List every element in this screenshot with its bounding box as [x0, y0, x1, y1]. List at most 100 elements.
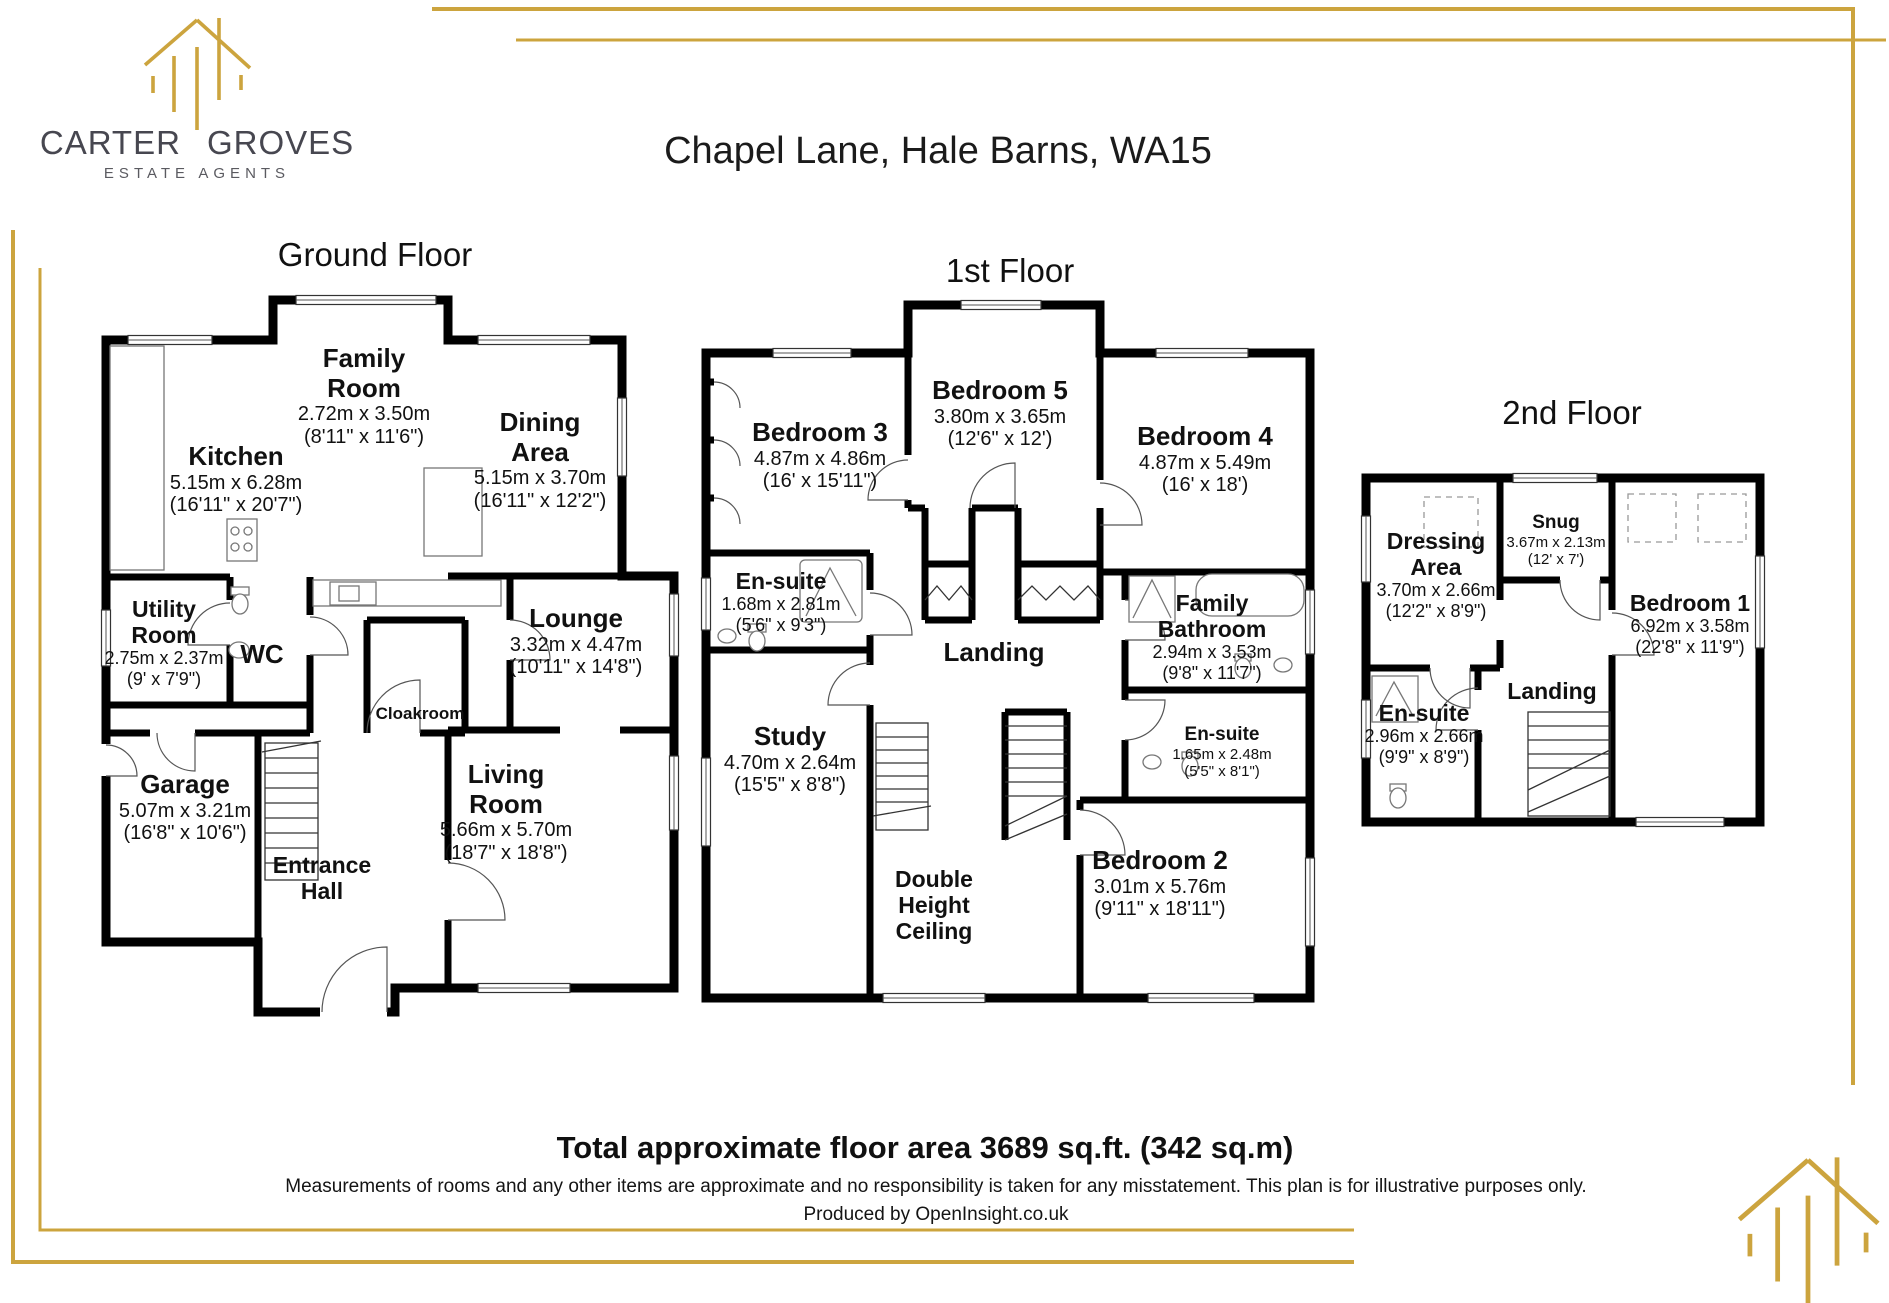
room-dims-metric: 6.92m x 3.58m	[1630, 616, 1750, 637]
brand-name-right: GROVES	[206, 124, 355, 161]
room-dims-metric: 5.07m x 3.21m	[118, 799, 252, 822]
room-name: Room	[327, 372, 401, 403]
footer-disclaimer: Measurements of rooms and any other item…	[285, 1176, 1587, 1197]
floor-title-second: 2nd Floor	[1502, 394, 1642, 431]
room-name: Bedroom 5	[932, 375, 1068, 405]
room-name: Ceiling	[895, 918, 973, 945]
room-dims-imperial: (18'7" x 18'8")	[444, 842, 568, 865]
footer-produced-by: Produced by OpenInsight.co.uk	[803, 1204, 1069, 1225]
room-dims-metric: 2.94m x 3.53m	[1152, 642, 1272, 663]
room-name: Family	[322, 343, 406, 373]
room-name: Area	[1410, 554, 1462, 581]
room-dims-metric: 3.01m x 5.76m	[1093, 875, 1227, 898]
room-dims-imperial: (12' x 7')	[1527, 550, 1585, 568]
room-dims-imperial: (22'8" x 11'9")	[1635, 636, 1745, 657]
room-name: Lounge	[529, 603, 623, 633]
room-name: Dining	[499, 407, 581, 437]
room-label-dressing-area: Dressing Area 3.70m x 2.66m (12'2" x 8'9…	[1376, 528, 1495, 621]
room-dims-metric: 1.68m x 2.81m	[721, 594, 841, 615]
room-label-double-height-ceiling: Double Height Ceiling	[895, 866, 973, 945]
room-name: Living	[467, 759, 545, 789]
room-label-ensuite-2: En-suite 1.65m x 2.48m (5'5" x 8'1")	[1172, 724, 1271, 780]
room-dims-metric: 5.15m x 3.70m	[473, 467, 607, 490]
house-logo-icon	[143, 16, 252, 132]
room-label-bedroom-3: Bedroom 3 4.87m x 4.86m (16' x 15'11")	[752, 417, 888, 493]
room-dims-metric: 5.66m x 5.70m	[439, 819, 573, 842]
room-label-snug: Snug 3.67m x 2.13m (12' x 7')	[1506, 512, 1605, 568]
room-name: Dressing	[1386, 528, 1486, 554]
room-name: Garage	[140, 769, 230, 799]
room-dims-imperial: (16' x 15'11")	[762, 470, 878, 493]
room-label-entrance-hall: Entrance Hall	[273, 852, 371, 904]
room-label-living-room: Living Room 5.66m x 5.70m (18'7" x 18'8"…	[439, 759, 573, 865]
room-dims-metric: 3.32m x 4.47m	[509, 633, 643, 656]
room-label-ensuite-2nd: En-suite 2.96m x 2.66m (9'9" x 8'9")	[1364, 700, 1483, 767]
room-name: En-suite	[1184, 724, 1260, 745]
room-name: WC	[240, 639, 284, 669]
room-dims-metric: 3.80m x 3.65m	[933, 405, 1067, 428]
room-dims-imperial: (16'8" x 10'6")	[123, 822, 247, 845]
ground-floor-plan	[100, 294, 680, 1017]
room-label-bedroom-5: Bedroom 5 3.80m x 3.65m (12'6" x 12')	[932, 375, 1068, 451]
room-dims-metric: 1.65m x 2.48m	[1172, 745, 1272, 763]
room-name: Bedroom 3	[752, 417, 888, 447]
room-label-lounge: Lounge 3.32m x 4.47m (10'11" x 14'8")	[509, 603, 643, 679]
room-dims-metric: 4.87m x 4.86m	[753, 447, 887, 470]
room-label-landing-2nd: Landing	[1507, 678, 1596, 704]
room-name: En-suite	[1378, 700, 1470, 726]
second-floor-plan	[1360, 472, 1766, 828]
room-dims-metric: 5.15m x 6.28m	[169, 471, 303, 494]
page-title: Chapel Lane, Hale Barns, WA15	[664, 130, 1212, 172]
room-dims-imperial: (5'5" x 8'1")	[1184, 762, 1260, 780]
room-dims-metric: 2.96m x 2.66m	[1364, 726, 1484, 747]
room-label-ensuite-1: En-suite 1.68m x 2.81m (5'6" x 9'3")	[721, 568, 840, 635]
room-dims-imperial: (10'11" x 14'8")	[509, 656, 643, 679]
footer-total-area: Total approximate floor area 3689 sq.ft.…	[556, 1130, 1294, 1165]
room-name: Bedroom 4	[1137, 421, 1273, 451]
brand-name-left: CARTER	[39, 124, 181, 161]
room-name: Entrance	[272, 852, 372, 878]
room-name: Area	[511, 436, 569, 467]
room-label-dining-area: Dining Area 5.15m x 3.70m (16'11" x 12'2…	[473, 407, 607, 513]
room-name: Hall	[300, 878, 344, 905]
room-dims-metric: 3.67m x 2.13m	[1506, 533, 1606, 551]
room-dims-imperial: (5'6" x 9'3")	[735, 614, 827, 635]
room-label-bedroom-1: Bedroom 1 6.92m x 3.58m (22'8" x 11'9")	[1630, 590, 1750, 657]
room-name: Family	[1175, 590, 1249, 616]
room-name: Landing	[943, 637, 1045, 667]
room-name: Double	[895, 866, 973, 892]
room-name: Room	[469, 788, 543, 819]
room-name: Utility	[132, 596, 196, 622]
room-dims-imperial: (9'9" x 8'9")	[1378, 746, 1470, 767]
floor-title-ground: Ground Floor	[277, 236, 473, 273]
room-name: Snug	[1532, 512, 1580, 533]
room-label-family-room: Family Room 2.72m x 3.50m (8'11" x 11'6"…	[297, 343, 431, 449]
room-dims-metric: 4.87m x 5.49m	[1138, 451, 1272, 474]
room-dims-metric: 2.72m x 3.50m	[297, 403, 431, 426]
room-name: Cloak­room	[375, 704, 465, 723]
room-dims-metric: 3.70m x 2.66m	[1376, 580, 1496, 601]
first-floor-plan	[700, 299, 1316, 1004]
room-dims-imperial: (12'6" x 12')	[947, 428, 1053, 451]
gold-frame-decor	[11, 7, 1886, 1264]
room-label-landing-1st: Landing	[943, 637, 1045, 668]
room-name: Bedroom 1	[1629, 590, 1751, 616]
room-label-utility-room: Utility Room 2.75m x 2.37m (9' x 7'9")	[104, 596, 223, 689]
room-label-wc: WC	[240, 639, 284, 670]
room-dims-imperial: (16' x 18')	[1161, 474, 1249, 497]
room-name: Bathroom	[1157, 616, 1267, 643]
room-dims-imperial: (16'11" x 12'2")	[473, 490, 607, 513]
room-name: En-suite	[735, 568, 827, 594]
room-dims-imperial: (9' x 7'9")	[126, 668, 202, 689]
room-label-cloakroom: Cloak­room	[376, 704, 465, 723]
room-label-family-bathroom: Family Bathroom 2.94m x 3.53m (9'8" x 11…	[1152, 590, 1271, 683]
room-dims-metric: 4.70m x 2.64m	[723, 751, 857, 774]
brand-tagline: ESTATE AGENTS	[103, 165, 291, 182]
room-label-bedroom-2: Bedroom 2 3.01m x 5.76m (9'11" x 18'11")	[1092, 845, 1228, 921]
room-label-bedroom-4: Bedroom 4 4.87m x 5.49m (16' x 18')	[1137, 421, 1273, 497]
room-dims-imperial: (8'11" x 11'6")	[303, 426, 425, 449]
room-dims-imperial: (9'11" x 18'11")	[1094, 898, 1226, 921]
room-name: Height	[898, 892, 970, 919]
